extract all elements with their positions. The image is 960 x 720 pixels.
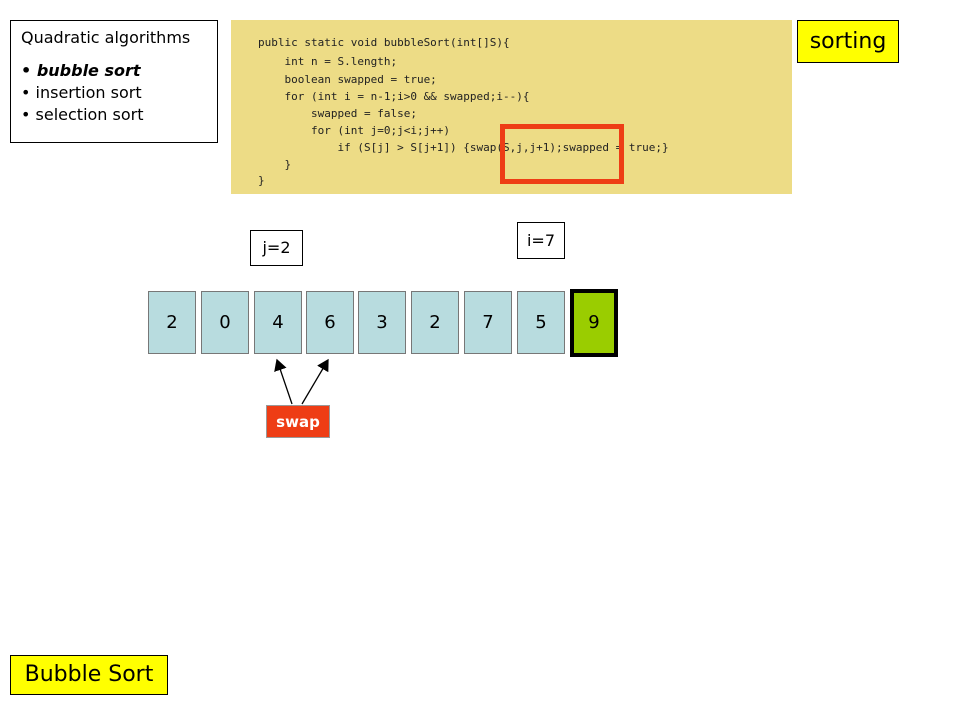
code-line: for (int i = n-1;i>0 && swapped;i--){ (258, 90, 530, 103)
swap-arrow-left (274, 358, 293, 405)
algorithm-list-heading: Quadratic algorithms (21, 28, 191, 47)
array-cell: 7 (464, 291, 512, 354)
algorithm-item-insertion-sort: • insertion sort (21, 83, 142, 102)
array-cell: 6 (306, 291, 354, 354)
j-index-label: j=2 (250, 230, 303, 266)
array-cell: 2 (411, 291, 459, 354)
code-line: public static void bubbleSort(int[]S){ (258, 36, 510, 49)
slide-title: Bubble Sort (10, 655, 168, 695)
code-line: boolean swapped = true; (258, 73, 437, 86)
swap-label: swap (266, 405, 330, 438)
array-cell: 4 (254, 291, 302, 354)
topic-label: sorting (797, 20, 899, 63)
array-cell: 0 (201, 291, 249, 354)
code-line: } (258, 158, 292, 171)
algorithm-item-selection-sort: • selection sort (21, 105, 144, 124)
i-index-label: i=7 (517, 222, 565, 259)
code-line: int n = S.length; (258, 55, 398, 68)
array-cell: 5 (517, 291, 565, 354)
array-cell: 2 (148, 291, 196, 354)
code-line: } (258, 174, 265, 187)
swap-arrow-right (301, 358, 329, 405)
code-line: swapped = false; (258, 107, 417, 120)
code-panel: public static void bubbleSort(int[]S){ i… (231, 20, 792, 194)
algorithm-list-panel: Quadratic algorithms • bubble sort • ins… (10, 20, 218, 143)
algorithm-item-bubble-sort: • bubble sort (21, 61, 141, 80)
array-cell: 3 (358, 291, 406, 354)
array-cell-sorted: 9 (570, 289, 618, 357)
code-line: for (int j=0;j<i;j++) (258, 124, 451, 137)
swap-call-highlight (500, 124, 624, 184)
code-line: if (S[j] > S[j+1]) {swap(S,j,j+1);swappe… (258, 141, 669, 154)
